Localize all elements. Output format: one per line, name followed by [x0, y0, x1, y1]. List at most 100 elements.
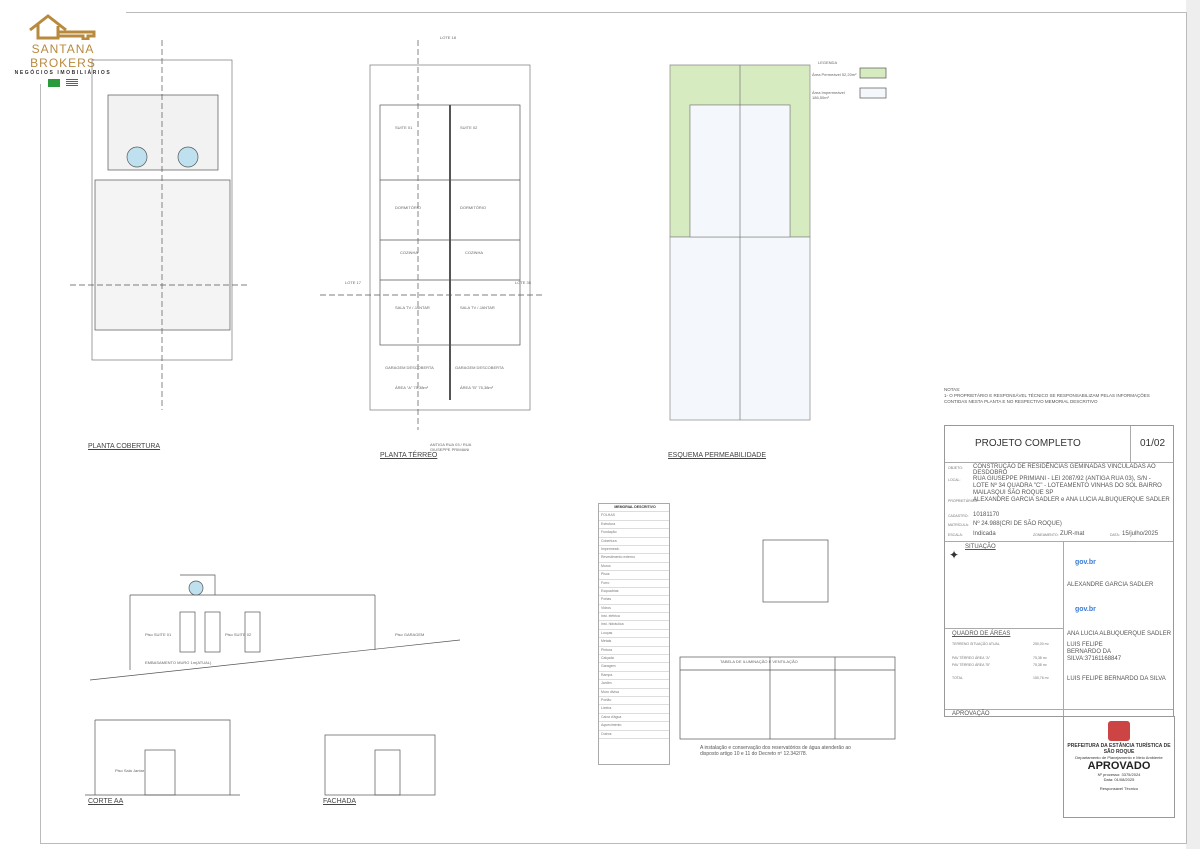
north-arrow-icon: ✦ — [949, 548, 960, 562]
quadro-row-value: 75,38 m² — [1033, 663, 1047, 667]
section-cut — [85, 719, 240, 796]
memorial-item: Estrutura — [599, 521, 669, 530]
stamp-date: Data: 01/08/2025 — [1103, 777, 1135, 782]
room-label: GARAGEM DESCOBERTA — [455, 365, 504, 370]
zona-key: ZONEAMENTO: — [1033, 533, 1059, 537]
quadro-row-label: TOTAL — [952, 676, 963, 680]
escala-value: Indicada — [973, 531, 996, 537]
memorial-item: Caixa d'água — [599, 714, 669, 723]
stamp-org: PREFEITURA DA ESTÂNCIA TURÍSTICA DE SÃO … — [1067, 743, 1171, 755]
signer-2: ANA LUCIA ALBUQUERQUE SADLER — [1067, 631, 1172, 637]
memorial-item: Outros — [599, 731, 669, 739]
quadro-row-value: 250,00 m² — [1033, 642, 1049, 646]
logo: SANTANA BROKERS NEGÓCIOS IMOBILIÁRIOS — [0, 0, 126, 87]
stamp-status: APROVADO — [1087, 760, 1151, 772]
section-text: Piso SUITE 01 — [145, 632, 172, 637]
signer-3: LUIS FELIPE BERNARDO DA SILVA — [1067, 676, 1166, 682]
situacao-label: SITUAÇÃO — [965, 544, 996, 550]
room-label: GARAGEM DESCOBERTA — [385, 365, 434, 370]
stamp-dept: Departamento de Planejamento e Meio Ambi… — [1075, 755, 1163, 760]
stamp-process: Nº processo: 3375/2024 — [1097, 772, 1141, 777]
notes-text: 1- O PROPRIETÁRIO E RESPONSÁVEL TÉCNICO … — [944, 393, 1150, 404]
memorial-item: Jardim — [599, 680, 669, 689]
quadro-row-label: PAV TÉRREO ÁREA "A" — [952, 656, 991, 660]
room-label: DORMITÓRIO — [460, 205, 486, 210]
memorial-item: Inst. elétrica — [599, 613, 669, 622]
usa-flag-icon[interactable] — [66, 79, 78, 87]
memorial-item: FOLHAS — [599, 512, 669, 521]
matricula-value: Nº 24.988(CRI DE SÃO ROQUE) — [973, 521, 1062, 527]
roof-plan-label: PLANTA COBERTURA — [88, 443, 161, 450]
areas-table-footnote: A instalação e conservação dos reservató… — [700, 745, 851, 757]
lot-left-label: LOTE 17 — [345, 280, 362, 285]
notes: NOTAS: 1- O PROPRIETÁRIO E RESPONSÁVEL T… — [944, 387, 1174, 405]
data-key: DATA: — [1110, 533, 1120, 537]
detail-box — [762, 539, 829, 603]
memorial-item: Vidros — [599, 605, 669, 614]
quadro-row-label: PAV TÉRREO ÁREA "B" — [952, 663, 991, 667]
escala-key: ESCALA: — [948, 533, 963, 537]
section-text: Piso SUITE 02 — [225, 632, 252, 637]
local-value: RUA GIUSEPPE PRIMIANI - LEI 2087/92 (ANT… — [973, 476, 1162, 496]
memorial-item: Lixeira — [599, 705, 669, 714]
memorial-item: Forro — [599, 580, 669, 588]
section-text: Piso GARAGEM — [395, 632, 425, 637]
zona-value: ZUR-mat — [1060, 531, 1085, 537]
facade-label: FACHADA — [323, 798, 357, 805]
areas-table — [679, 656, 896, 740]
project-title: PROJETO COMPLETO — [975, 438, 1081, 449]
memorial-item: Revestimento externo — [599, 554, 669, 563]
memorial-item: Portão — [599, 697, 669, 706]
section-text: Piso Sala Jantar — [115, 768, 145, 773]
area-a-label: ÁREA "A" 75,38m² — [395, 385, 429, 390]
section-aa — [89, 574, 461, 681]
ground-plan-label: PLANTA TÉRREO — [380, 452, 438, 459]
room-label: COZINHA — [465, 250, 483, 255]
legend-impermeable: Área Impermeável 186,50m² — [812, 90, 845, 100]
object-key: OBJETO: — [948, 466, 963, 470]
quadro-row-value: 75,38 m² — [1033, 656, 1047, 660]
lot-top-label: LOTE 18 — [440, 35, 457, 40]
digital-signature: LUIS FELIPE BERNARDO DA SILVA:3716116884… — [1067, 642, 1122, 662]
drawing-sheet — [40, 12, 1187, 844]
sheet-number: 01/02 — [1140, 438, 1166, 449]
room-label: SALA TV / JANTAR — [460, 305, 495, 310]
area-b-label: ÁREA "B" 75,38m² — [460, 385, 494, 390]
memorial-item: Metais — [599, 638, 669, 647]
room-label: COZINHA — [400, 250, 418, 255]
facade-drawing — [324, 734, 436, 796]
roof-plan — [70, 40, 250, 410]
memorial-item: Louças — [599, 630, 669, 639]
memorial-item: Calçada — [599, 655, 669, 664]
memorial-item: Rampa — [599, 672, 669, 681]
brazil-flag-icon[interactable] — [48, 79, 60, 87]
object-value: CONSTRUÇÃO DE RESIDÊNCIAS GEMINADAS VINC… — [973, 464, 1156, 476]
aprovacao-label: APROVAÇÃO — [952, 711, 990, 717]
local-key: LOCAL: — [948, 478, 961, 482]
matricula-key: MATRÍCULA: — [948, 523, 969, 527]
data-value: 15/julho/2025 — [1122, 531, 1159, 537]
memorial-item: Portas — [599, 596, 669, 605]
memorial-item: Aquecimento — [599, 722, 669, 731]
street-label: ANTIGA RUA 03 / RUA GIUSEPPE PRIMIANI — [430, 442, 472, 452]
notes-title: NOTAS: — [944, 387, 961, 392]
areas-table-title: TABELA DE ILUMINAÇÃO E VENTILAÇÃO — [720, 659, 798, 664]
memorial-item: Impermeab. — [599, 546, 669, 555]
memorial-item: Muros — [599, 563, 669, 572]
memorial-item: Inst. hidráulica — [599, 621, 669, 630]
title-block: PROJETO COMPLETO 01/02 OBJETO: CONSTRUÇÃ… — [944, 425, 1174, 717]
memorial-item: Muro divisa — [599, 689, 669, 697]
house-key-icon — [29, 14, 96, 40]
memorial-item: Cobertura — [599, 538, 669, 546]
lot-right-label: LOTE 35 — [515, 280, 532, 285]
approval-stamp: PREFEITURA DA ESTÂNCIA TURÍSTICA DE SÃO … — [1063, 716, 1175, 818]
govbr-logo: gov.br — [1075, 559, 1096, 566]
quadro-row-value: 150,76 m² — [1033, 676, 1049, 680]
cadastro-value: 10181170 — [973, 512, 1000, 518]
memorial-item: Fundação — [599, 529, 669, 538]
scrollbar[interactable] — [1186, 0, 1200, 849]
ground-plan — [320, 40, 545, 430]
memorial-title: MEMORIAL DESCRITIVO — [599, 504, 669, 513]
owner-value: ALEXANDRE GARCIA SADLER e ANA LUCIA ALBU… — [973, 497, 1170, 503]
